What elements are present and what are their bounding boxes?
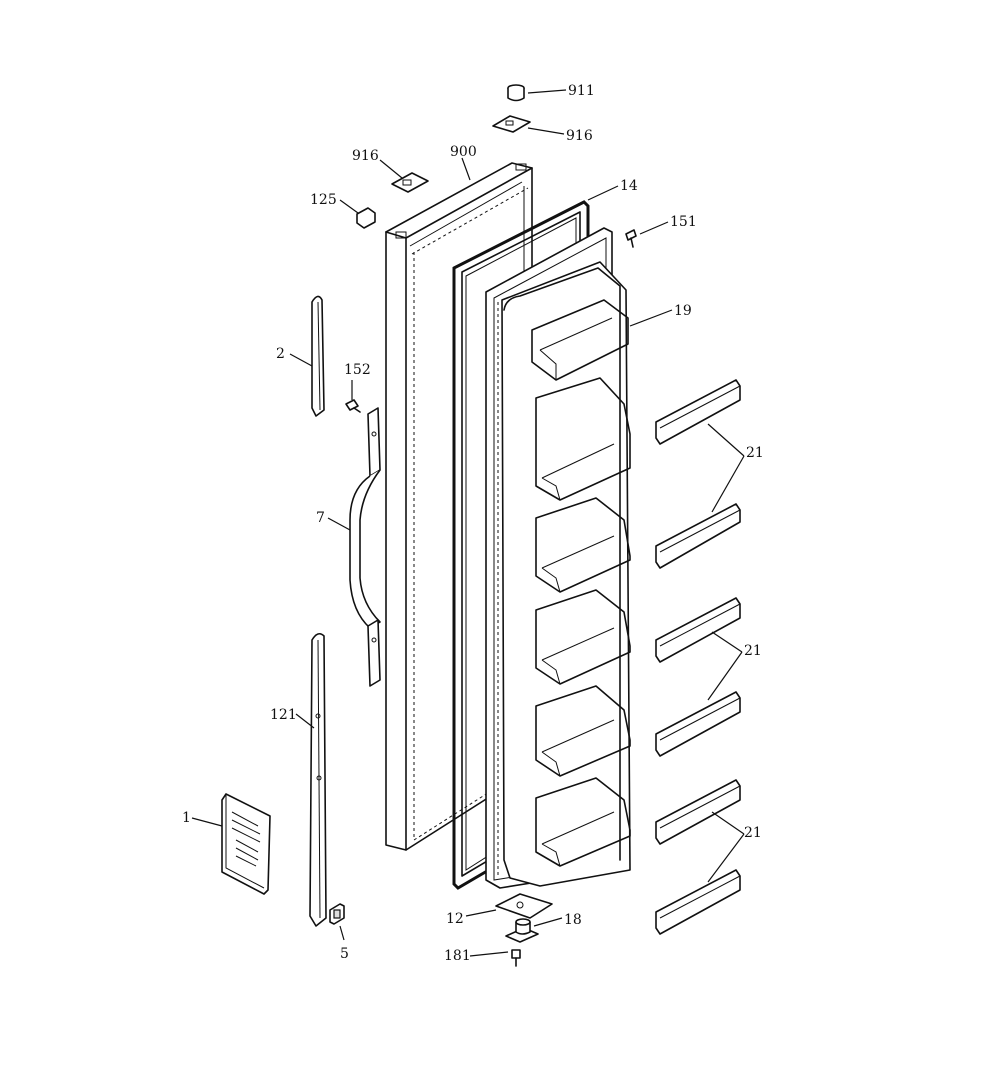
part-121-long-trim [309,632,327,927]
bin-1 [531,299,629,381]
label-2: 2 [276,346,285,362]
part-181-screw [511,949,521,967]
label-21-a: 21 [746,445,764,461]
bin-3 [535,497,631,593]
label-12: 12 [446,911,464,927]
rail-2 [655,503,741,569]
label-1: 1 [182,810,191,826]
label-911: 911 [568,83,595,99]
callout-labels: 911 916 916 900 14 125 151 19 2 152 21 7… [182,83,764,964]
label-21-b: 21 [744,643,762,659]
part-5-clip [329,903,345,925]
rail-6 [655,869,741,935]
part-7-handle [349,407,381,687]
label-151: 151 [670,214,697,230]
leader-lines [191,89,745,957]
label-14: 14 [620,178,638,194]
label-121: 121 [270,707,297,723]
label-152: 152 [344,362,371,378]
part-19-door-bins [501,261,631,887]
part-18-hinge-pin [505,918,539,943]
label-21-c: 21 [744,825,762,841]
part-12-hinge [495,893,553,919]
label-5: 5 [340,946,349,962]
bin-6 [535,777,631,867]
bin-5 [535,685,631,777]
part-2-trim [311,295,325,417]
bin-2 [535,377,631,501]
rail-4 [655,691,741,757]
part-916-plate-top [492,115,531,133]
label-18: 18 [564,912,582,928]
rail-3 [655,597,741,663]
part-1-manual [221,793,271,895]
part-152-screw [345,399,361,413]
label-19: 19 [674,303,692,319]
label-916-top: 916 [566,128,593,144]
part-151-screw [625,229,637,248]
part-916-plate-left [391,172,429,193]
label-7: 7 [316,510,325,526]
part-125-pad [356,207,376,229]
part-911-cap [507,84,525,102]
label-125: 125 [310,192,337,208]
rail-1 [655,379,741,445]
label-916-left: 916 [352,148,379,164]
bin-4 [535,589,631,685]
rail-5 [655,779,741,845]
label-181: 181 [444,948,471,964]
part-21-rails [655,379,741,935]
label-900: 900 [450,144,477,160]
